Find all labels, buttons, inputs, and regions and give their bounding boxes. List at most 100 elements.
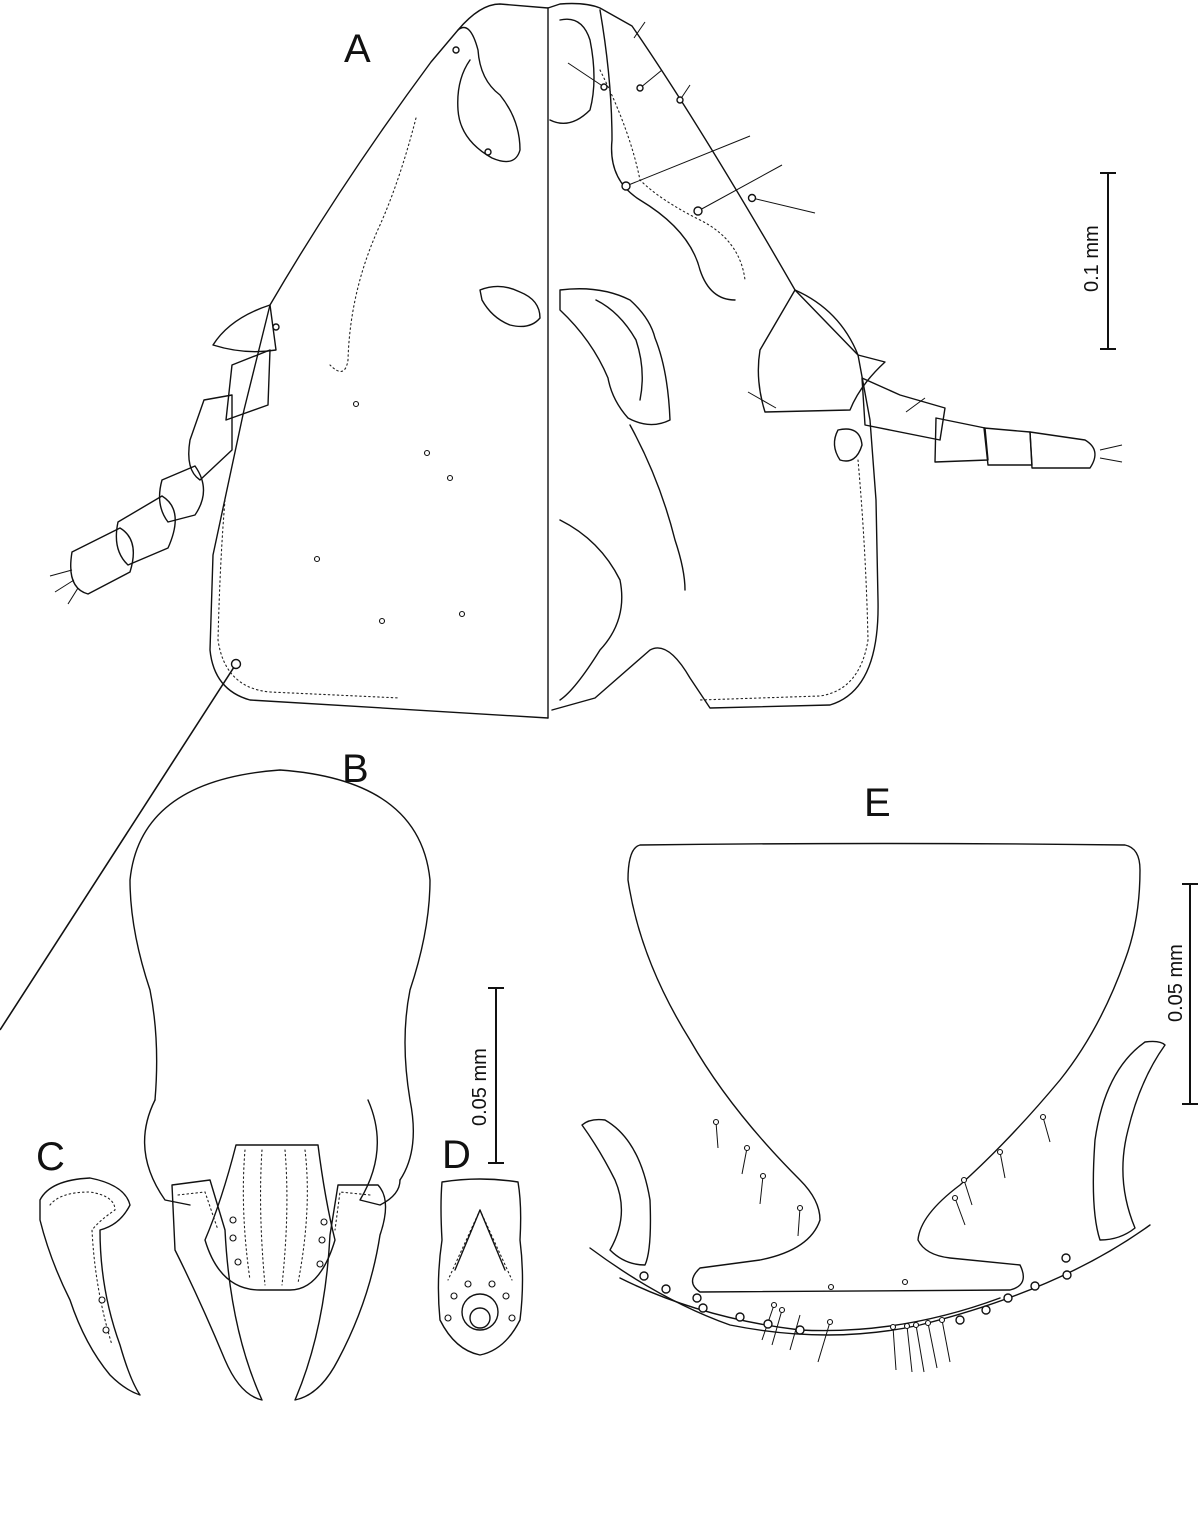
panel-label-b: B <box>342 747 369 791</box>
rim-socket <box>692 1293 702 1303</box>
panel-c-paramere: C <box>36 1135 141 1396</box>
rim-socket <box>955 1315 965 1325</box>
pore <box>488 1280 496 1288</box>
seta-socket <box>1039 1113 1047 1121</box>
seta <box>963 1179 973 1206</box>
pore <box>444 1314 452 1322</box>
seta <box>892 1326 897 1371</box>
paramere-outline <box>39 1177 141 1396</box>
seta-socket <box>759 1172 767 1180</box>
rim-socket <box>763 1319 773 1329</box>
seta-socket <box>600 83 608 91</box>
panel-e-sternite: E <box>581 781 1198 1373</box>
left-antenna-flagellum-2 <box>158 465 205 523</box>
rim-socket <box>1061 1253 1071 1263</box>
pore <box>320 1218 328 1226</box>
seta-socket <box>230 658 242 670</box>
panel-label-d: D <box>442 1133 471 1177</box>
right-antenna-basal-knob <box>833 428 863 462</box>
pore <box>423 449 431 457</box>
seta <box>771 1309 783 1346</box>
pore <box>352 400 360 408</box>
pore <box>508 1314 516 1322</box>
sternite-right-apodeme <box>1092 1040 1166 1241</box>
seta <box>751 197 816 214</box>
right-mandible-base <box>559 288 671 426</box>
right-gula-lobe <box>559 519 623 701</box>
sternite-left-apodeme <box>581 1118 652 1266</box>
panel-d-apex: D <box>437 1133 524 1356</box>
left-antenna-flagellum-1 <box>188 394 233 481</box>
seta-socket <box>693 206 703 216</box>
seta-socket <box>796 1204 804 1212</box>
seta <box>941 1319 951 1363</box>
seta-socket <box>484 148 492 156</box>
pore <box>378 617 386 625</box>
aedeagus-right-paramere <box>294 1184 387 1401</box>
pore <box>234 1258 242 1266</box>
paramere-inner-dotted <box>49 1191 116 1346</box>
right-mandible-inner <box>595 299 643 401</box>
seta-socket <box>770 1301 778 1309</box>
seta-socket <box>827 1283 835 1291</box>
rim-socket <box>1062 1270 1072 1280</box>
seta <box>759 1175 764 1205</box>
left-antenna <box>49 304 277 605</box>
pore <box>446 474 454 482</box>
left-antenna-apical-segment <box>70 527 134 595</box>
aedeagus-right-wing <box>359 1099 401 1206</box>
seta <box>915 1324 925 1373</box>
seta <box>633 21 646 39</box>
seta <box>747 391 777 409</box>
panel-label-a: A <box>344 27 371 71</box>
aedeagus-left-wing <box>143 1099 191 1206</box>
seta <box>639 69 663 89</box>
right-frontal-sclerite <box>549 9 736 301</box>
right-antenna <box>757 289 1123 469</box>
sternite-plate <box>627 842 1141 1293</box>
rim-socket <box>735 1312 745 1322</box>
rim-socket <box>1030 1281 1040 1291</box>
pore <box>464 1280 472 1288</box>
seta <box>567 62 605 88</box>
aedeagus-median-lobe <box>129 769 431 1181</box>
rim-socket <box>698 1303 708 1313</box>
pore <box>229 1234 237 1242</box>
aedeagus-central-plate <box>204 1144 336 1291</box>
left-margin-dotted <box>217 499 401 699</box>
scale-label-a: 0.1 mm <box>1081 225 1103 292</box>
head-capsule-outline <box>209 2 879 719</box>
right-antenna-segment-3 <box>983 427 1033 466</box>
pore <box>502 1292 510 1300</box>
seta <box>906 1325 913 1373</box>
seta-socket <box>826 1318 834 1326</box>
sternite-setae <box>712 1113 1051 1237</box>
right-suture-line <box>599 69 746 281</box>
rim-socket <box>981 1305 991 1315</box>
pore <box>229 1216 237 1224</box>
seta-socket <box>889 1323 897 1331</box>
seta <box>625 135 751 187</box>
antenna-apical-seta <box>49 569 73 577</box>
seta <box>999 1151 1006 1179</box>
seta <box>905 397 926 413</box>
seta <box>789 1314 801 1351</box>
seta-socket <box>676 96 684 104</box>
left-antenna-pedicel <box>225 349 271 421</box>
rim-socket <box>661 1284 671 1294</box>
seta-socket <box>743 1144 751 1152</box>
antenna-apical-seta <box>67 587 79 605</box>
seta-socket <box>912 1321 920 1329</box>
antenna-apical-seta <box>54 579 75 593</box>
left-frontal-sclerite <box>457 26 521 163</box>
pore <box>458 610 466 618</box>
panel-b-aedeagus: B 0.05 mm <box>129 747 504 1401</box>
aedeagus-central-striations <box>242 1149 308 1286</box>
left-antenna-flagellum-3 <box>115 495 176 566</box>
seta-socket <box>636 84 644 92</box>
seta-socket <box>712 1118 720 1126</box>
rim-socket <box>795 1325 805 1335</box>
seta <box>697 164 783 212</box>
